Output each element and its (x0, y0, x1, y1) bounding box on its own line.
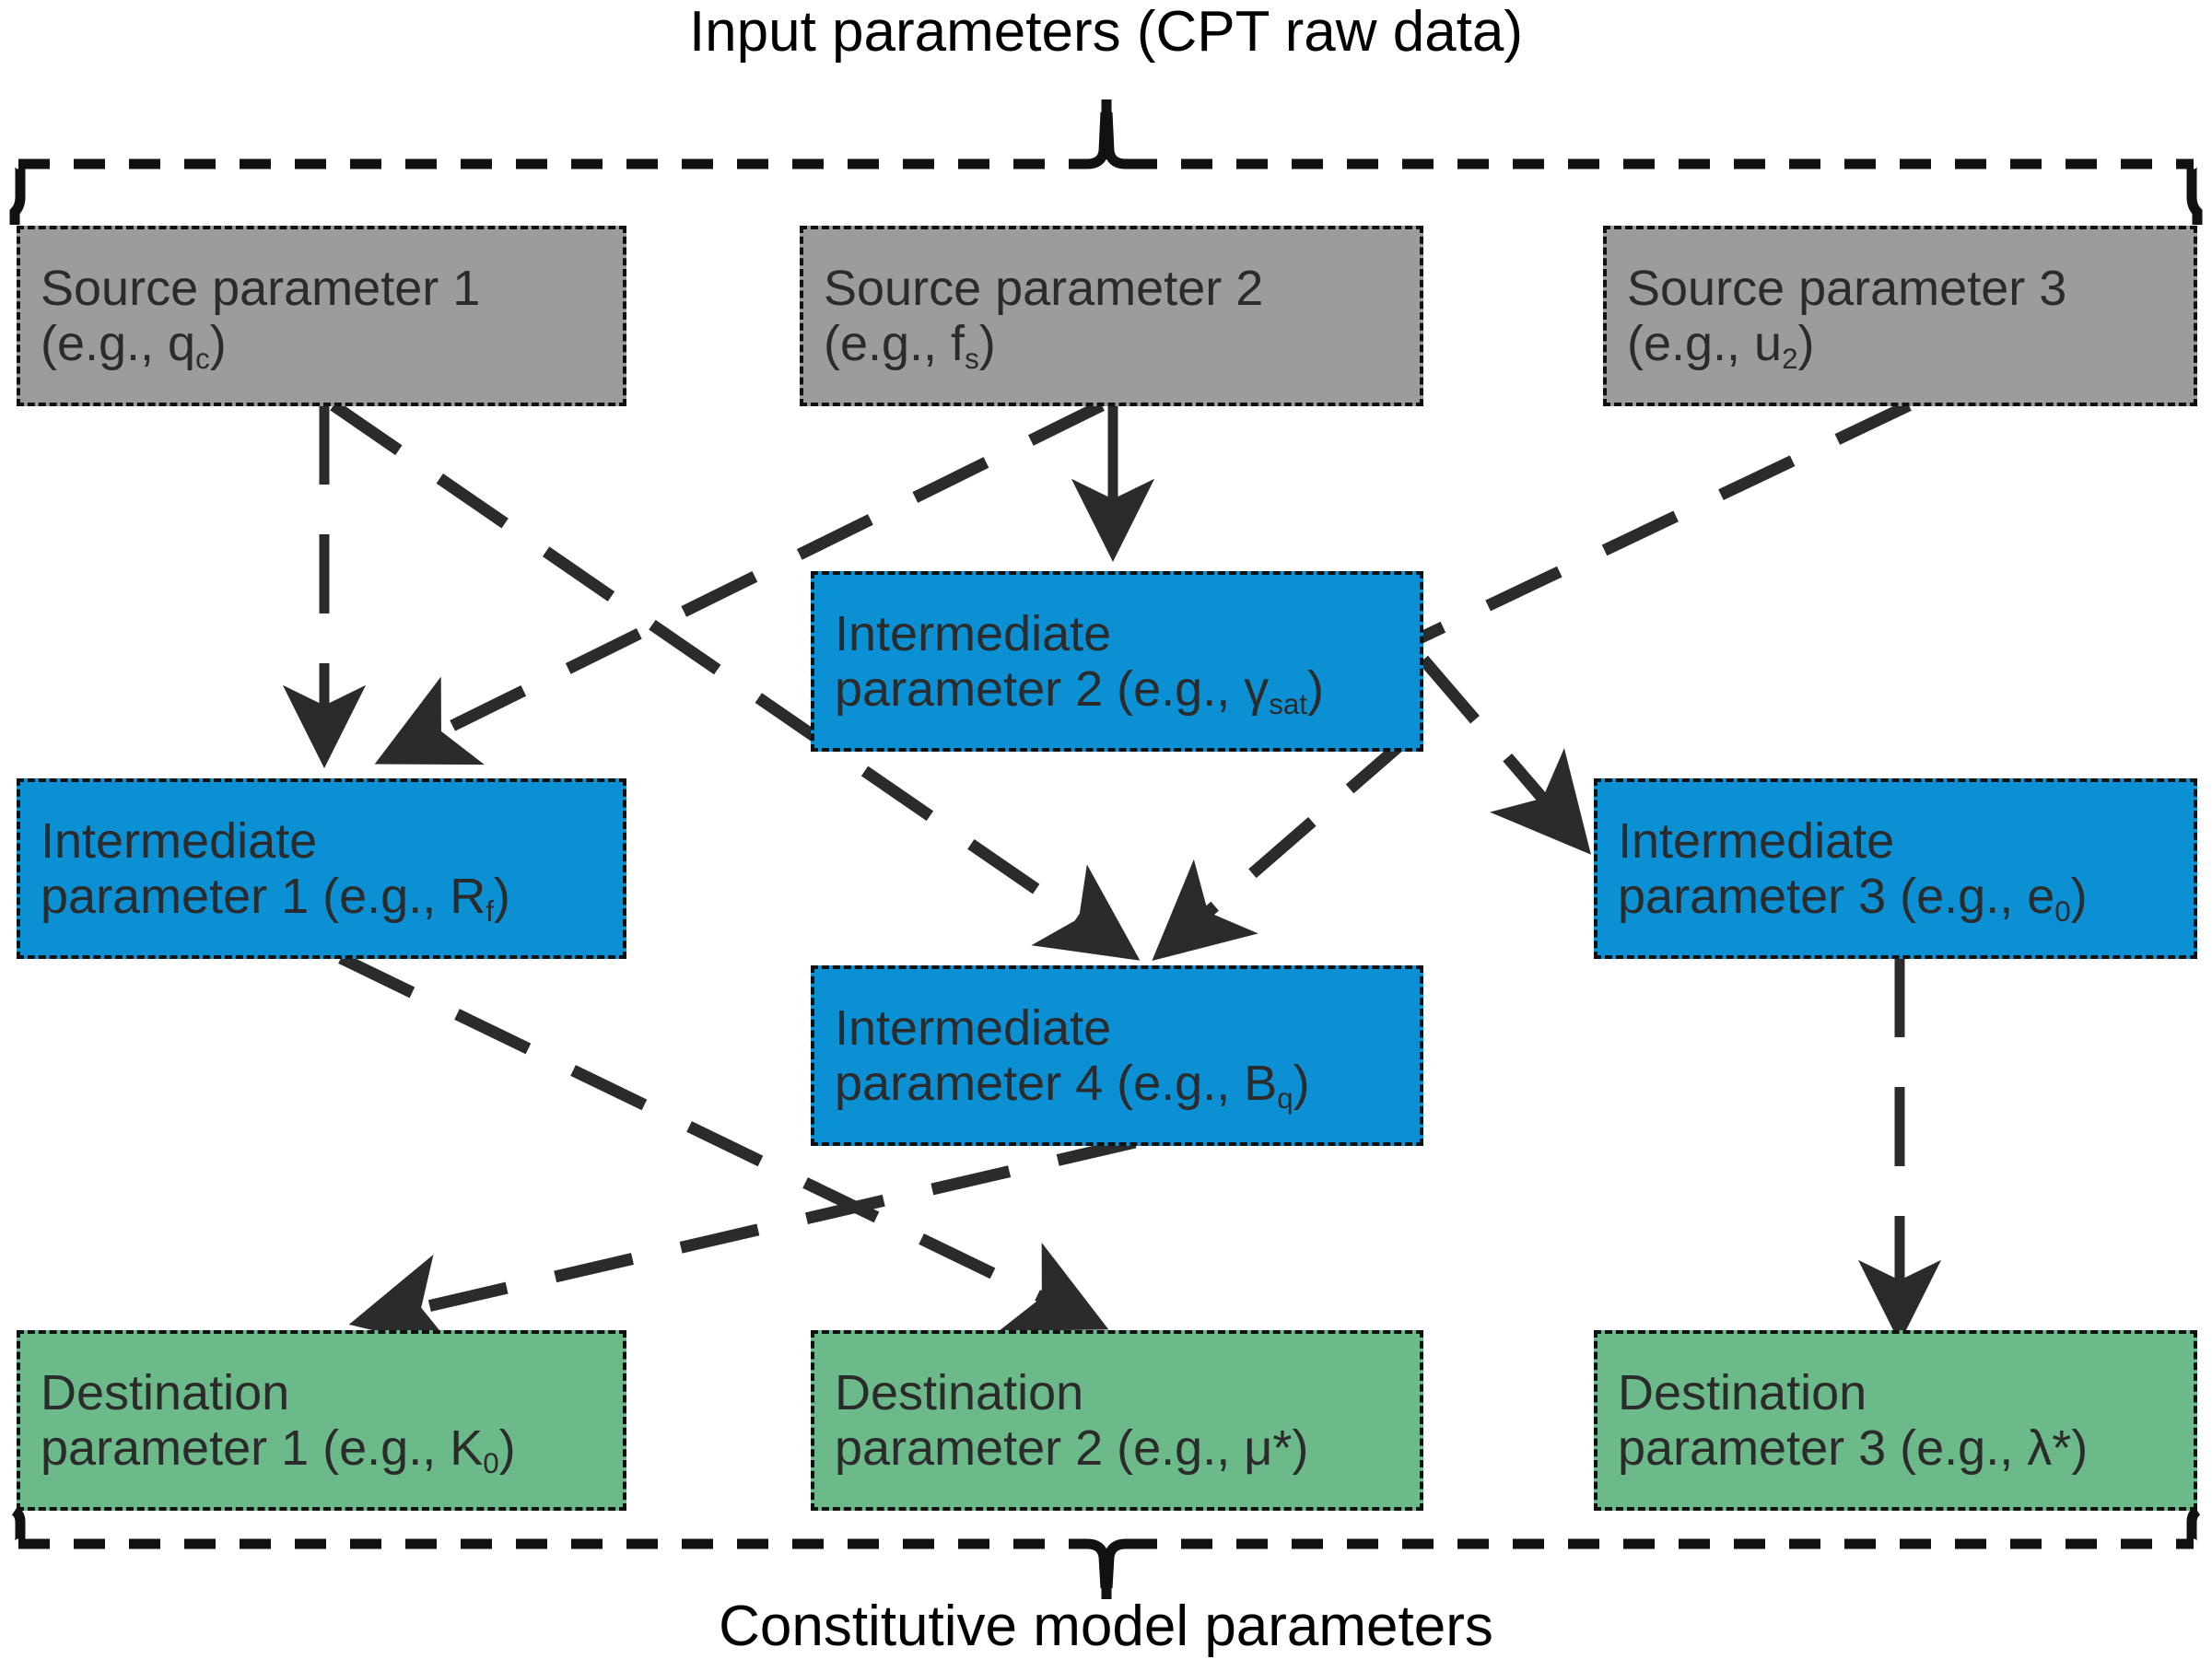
node-destination-parameter-1-line1: Destination (41, 1364, 290, 1420)
node-intermediate-parameter-1-line1: Intermediate (41, 812, 318, 869)
node-destination-parameter-3-line2: parameter 3 (e.g., λ*) (1618, 1420, 2089, 1476)
edge-intermediate2-to-intermediate4 (1152, 732, 1414, 962)
node-intermediate-parameter-1-line2: parameter 1 (e.g., Rf) (41, 869, 510, 929)
node-destination-parameter-2[interactable]: Destination parameter 2 (e.g., μ*) (811, 1330, 1423, 1511)
source-group-brace-corners (9, 99, 2203, 225)
node-intermediate-parameter-1[interactable]: Intermediate parameter 1 (e.g., Rf) (17, 778, 626, 959)
node-intermediate-parameter-4-line2: parameter 4 (e.g., Bq) (835, 1056, 1310, 1116)
node-source-parameter-1[interactable]: Source parameter 1 (e.g., qc) (17, 226, 626, 406)
node-source-parameter-3-line1: Source parameter 3 (1627, 260, 2067, 316)
node-intermediate-parameter-2-line2: parameter 2 (e.g., γsat) (835, 661, 1324, 721)
node-source-parameter-3-line2: (e.g., u2) (1627, 316, 1815, 376)
constitutive-model-parameters-label: Constitutive model parameters (719, 1595, 1493, 1658)
node-intermediate-parameter-3-line1: Intermediate (1618, 812, 1895, 869)
node-intermediate-parameter-2-line1: Intermediate (835, 605, 1112, 661)
destination-group-brace-corners (11, 1506, 2201, 1599)
edge-intermediate4-to-destination1 (348, 1136, 1137, 1350)
node-destination-parameter-3[interactable]: Destination parameter 3 (e.g., λ*) (1594, 1330, 2197, 1511)
node-source-parameter-2-line2: (e.g., fs) (824, 316, 996, 376)
node-source-parameter-1-line2: (e.g., qc) (41, 316, 227, 376)
node-intermediate-parameter-4-line1: Intermediate (835, 999, 1112, 1056)
node-source-parameter-3[interactable]: Source parameter 3 (e.g., u2) (1603, 226, 2197, 406)
node-intermediate-parameter-2[interactable]: Intermediate parameter 2 (e.g., γsat) (811, 571, 1423, 752)
node-destination-parameter-2-line2: parameter 2 (e.g., μ*) (835, 1420, 1309, 1476)
node-destination-parameter-1[interactable]: Destination parameter 1 (e.g., K0) (17, 1330, 626, 1511)
node-source-parameter-1-line1: Source parameter 1 (41, 260, 481, 316)
node-intermediate-parameter-3[interactable]: Intermediate parameter 3 (e.g., e0) (1594, 778, 2197, 959)
input-parameters-label: Input parameters (CPT raw data) (688, 0, 1524, 64)
node-intermediate-parameter-3-line2: parameter 3 (e.g., e0) (1618, 869, 2088, 929)
edge-intermediate2-to-intermediate3 (1419, 655, 1591, 855)
node-destination-parameter-2-line1: Destination (835, 1364, 1084, 1420)
node-intermediate-parameter-4[interactable]: Intermediate parameter 4 (e.g., Bq) (811, 965, 1423, 1146)
node-source-parameter-2[interactable]: Source parameter 2 (e.g., fs) (800, 226, 1423, 406)
node-source-parameter-2-line1: Source parameter 2 (824, 260, 1264, 316)
node-destination-parameter-3-line1: Destination (1618, 1364, 1867, 1420)
node-destination-parameter-1-line2: parameter 1 (e.g., K0) (41, 1420, 516, 1480)
